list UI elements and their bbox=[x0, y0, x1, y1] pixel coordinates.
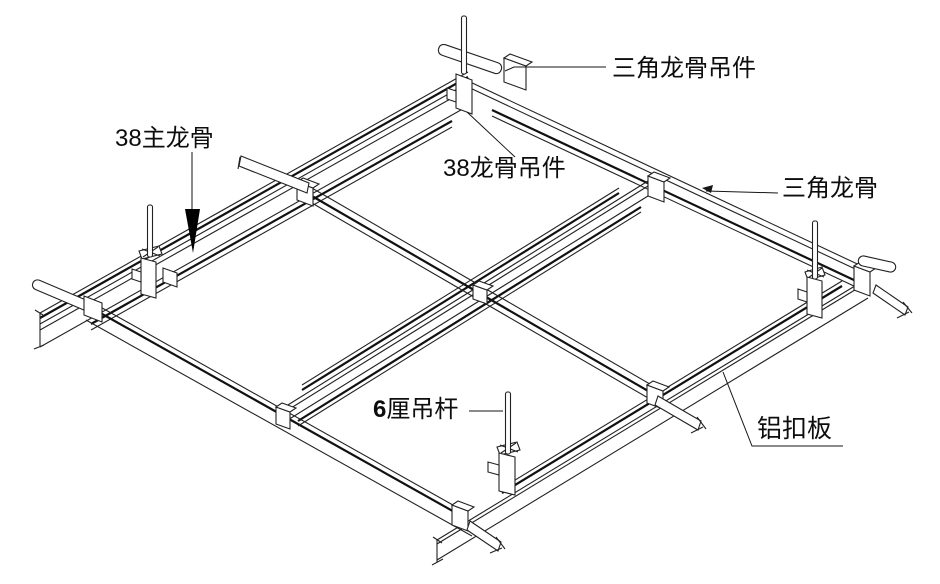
label-hanger-rod: 6厘吊杆 bbox=[373, 396, 458, 423]
bottom-left-edge-keel bbox=[85, 299, 473, 537]
hanger-rods bbox=[146, 15, 819, 455]
panel-edge-bottom-right bbox=[501, 280, 843, 494]
hanger-rod-right bbox=[811, 220, 819, 280]
triangle-keel-hanger-plates bbox=[31, 43, 897, 323]
label-hanger-rod-text: 厘吊杆 bbox=[386, 396, 458, 423]
main-keel-38-bottom-right-edge bbox=[431, 277, 869, 566]
label-triangle-keel-hanger: 三角龙骨吊件 bbox=[612, 55, 756, 82]
keel-hanger-clip-left bbox=[131, 245, 178, 299]
keel-hanger-clip-bottom bbox=[487, 441, 521, 496]
label-triangle-keel: 三角龙骨 bbox=[782, 175, 878, 202]
middle-main-keel-38 bbox=[282, 175, 657, 424]
panel-edges-middle-main-keel bbox=[297, 187, 642, 427]
hanger-rod-bottom bbox=[504, 391, 512, 455]
label-hanger-rod-size: 6 bbox=[373, 396, 386, 423]
leader-aluminum-panel bbox=[722, 371, 843, 447]
keel-end-pieces bbox=[237, 155, 913, 554]
keel-hanger-clip-top bbox=[446, 73, 473, 115]
hanger-rod-top bbox=[460, 15, 468, 75]
label-keel-hanger-38: 38龙骨吊件 bbox=[443, 155, 566, 182]
hanger-rod-left bbox=[146, 204, 154, 258]
down-arrow-pointer-icon bbox=[185, 209, 200, 253]
leader-triangle-keel bbox=[705, 190, 779, 194]
panel-edge-top-left bbox=[90, 120, 453, 331]
triangle-keel-top-right-edge bbox=[467, 80, 869, 276]
leader-keel-hanger-38 bbox=[466, 111, 516, 158]
label-aluminum-panel: 铝扣板 bbox=[757, 415, 832, 443]
label-main-keel-38: 38主龙骨 bbox=[115, 125, 214, 152]
leader-triangle-keel-hanger bbox=[504, 66, 606, 72]
main-keel-38-top-left-edge bbox=[33, 71, 469, 350]
panel-edge-top-right bbox=[491, 109, 857, 288]
callout-leaders bbox=[185, 66, 843, 447]
leader-arrowhead-icon bbox=[702, 185, 713, 193]
